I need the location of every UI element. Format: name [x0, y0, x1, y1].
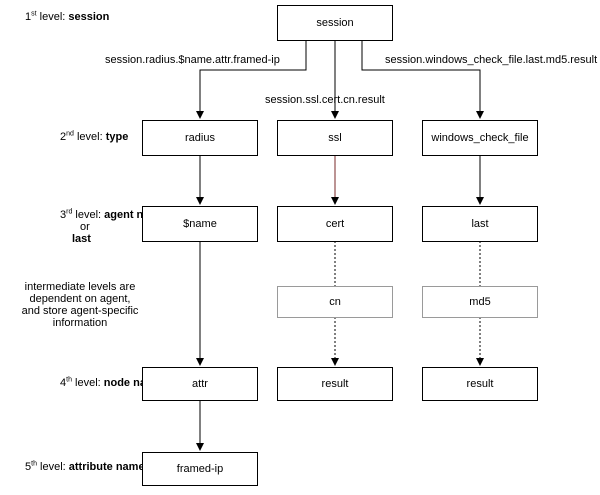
path-ssl: session.ssl.cert.cn.result [265, 94, 385, 106]
node-name: $name [142, 206, 258, 242]
node-result-ssl: result [277, 367, 393, 401]
path-radius: session.radius.$name.attr.framed-ip [105, 54, 280, 66]
level-5-label: 5th level: attribute name [25, 460, 145, 473]
node-cert: cert [277, 206, 393, 242]
node-cn: cn [277, 286, 393, 318]
node-windows-check-file: windows_check_file [422, 120, 538, 156]
node-last: last [422, 206, 538, 242]
node-radius: radius [142, 120, 258, 156]
node-session: session [277, 5, 393, 41]
edge-session-radius [196, 40, 307, 119]
edge-session-windows [361, 40, 484, 119]
node-framed-ip: framed-ip [142, 452, 258, 486]
intermediate-levels-note: intermediate levels are dependent on age… [21, 281, 139, 329]
node-md5: md5 [422, 286, 538, 318]
node-result-windows: result [422, 367, 538, 401]
node-ssl: ssl [277, 120, 393, 156]
path-windows: session.windows_check_file.last.md5.resu… [385, 54, 598, 66]
node-attr: attr [142, 367, 258, 401]
level-2-label: 2nd level: type [60, 130, 129, 143]
level-1-label: 1st level: session [25, 10, 110, 23]
